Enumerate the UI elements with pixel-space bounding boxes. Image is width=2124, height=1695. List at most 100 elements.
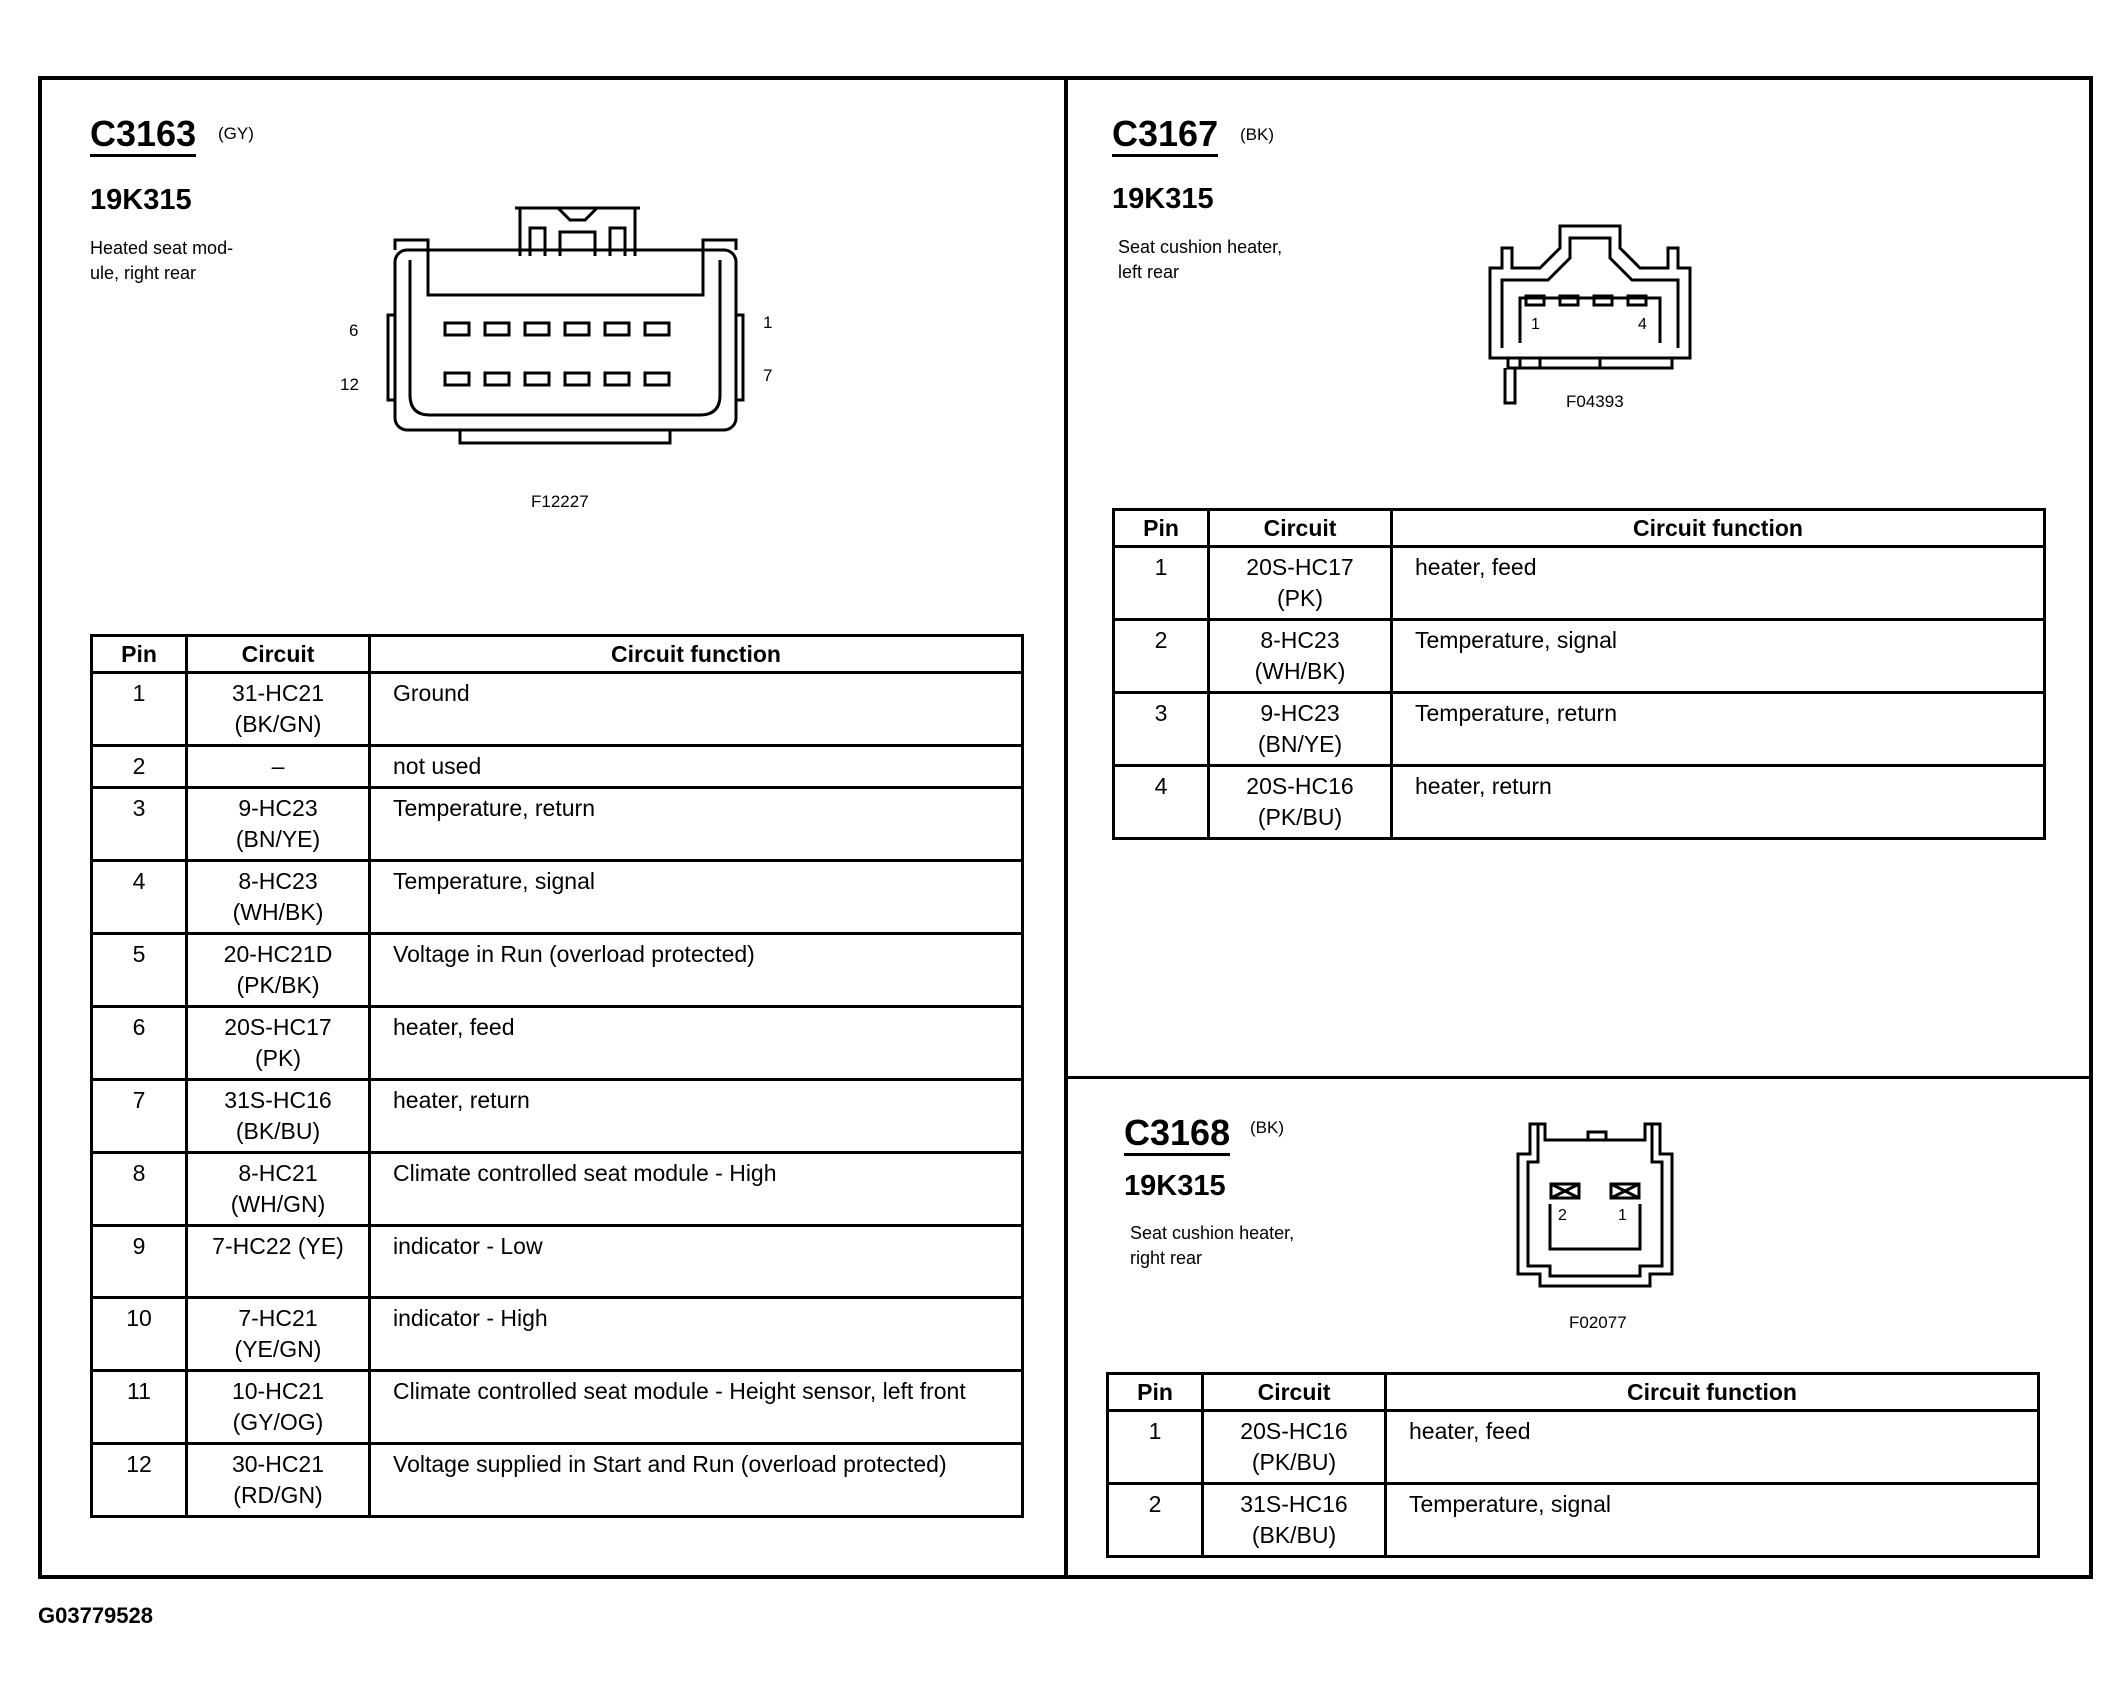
circuit-cell: 31S-HC16 (BK/BU) (185, 1078, 371, 1154)
figure-code: G03779528 (38, 1603, 153, 1628)
circuit-cell: 10-HC21 (GY/OG) (185, 1369, 371, 1445)
header-circuit: Circuit (185, 634, 371, 674)
connector-description: Heated seat mod- ule, right rear (90, 238, 234, 283)
function-cell: Climate controlled seat module - High (368, 1151, 1024, 1227)
connector-color-code: (GY) (218, 124, 254, 143)
table-row: 2–not used (90, 744, 1024, 789)
function-cell: heater, return (1390, 764, 2046, 840)
circuit-cell: 8-HC23 (WH/BK) (1207, 618, 1393, 694)
pin-cell: 7 (90, 1078, 188, 1154)
circuit-cell: 20-HC21D (PK/BK) (185, 932, 371, 1008)
function-cell: Temperature, return (1390, 691, 2046, 767)
circuit-cell: 8-HC21 (WH/GN) (185, 1151, 371, 1227)
pin-cell: 8 (90, 1151, 188, 1227)
connector-id: C3168 (1124, 1115, 1231, 1156)
connector-color-code: (BK) (1240, 125, 1274, 144)
function-cell: Temperature, return (368, 786, 1024, 862)
connector-c3168-face-diagram (1510, 1114, 1680, 1294)
pin-cell: 6 (90, 1005, 188, 1081)
pin-cell: 3 (1112, 691, 1210, 767)
horizontal-divider (1066, 1076, 2093, 1079)
pin-cell: 2 (90, 744, 188, 789)
pin-cell: 12 (90, 1442, 188, 1518)
pin-label-4: 4 (1638, 316, 1647, 333)
header-circuit-function: Circuit function (1384, 1372, 2040, 1412)
header-pin: Pin (1112, 508, 1210, 548)
circuit-cell: 31-HC21 (BK/GN) (185, 671, 371, 747)
function-cell: heater, feed (1390, 545, 2046, 621)
connector-id: C3167 (1112, 116, 1219, 157)
table-header-row: Pin Circuit Circuit function (90, 634, 1024, 674)
connector-c3167-face-diagram (1480, 218, 1700, 408)
circuit-cell: 20S-HC17 (PK) (185, 1005, 371, 1081)
pin-label-1: 1 (1618, 1207, 1627, 1224)
circuit-cell: 9-HC23 (BN/YE) (185, 786, 371, 862)
pin-cell: 3 (90, 786, 188, 862)
function-cell: not used (368, 744, 1024, 789)
part-number: 19K315 (90, 184, 192, 216)
pin-cell: 5 (90, 932, 188, 1008)
circuit-cell: 7-HC22 (YE) (185, 1224, 371, 1299)
part-number: 19K315 (1112, 183, 1214, 215)
circuit-cell: 9-HC23 (BN/YE) (1207, 691, 1393, 767)
vertical-divider (1064, 76, 1068, 1579)
header-circuit-function: Circuit function (1390, 508, 2046, 548)
circuit-cell: 7-HC21 (YE/GN) (185, 1296, 371, 1372)
function-cell: Climate controlled seat module - Height … (368, 1369, 1024, 1445)
function-cell: indicator - High (368, 1296, 1024, 1372)
header-circuit: Circuit (1207, 508, 1393, 548)
pin-label-2: 2 (1558, 1207, 1567, 1224)
pin-cell: 1 (1112, 545, 1210, 621)
pin-cell: 2 (1112, 618, 1210, 694)
pin-cell: 9 (90, 1224, 188, 1299)
function-cell: Voltage in Run (overload protected) (368, 932, 1024, 1008)
figure-id: F04393 (1566, 392, 1624, 411)
function-cell: Temperature, signal (1390, 618, 2046, 694)
figure-id: F12227 (531, 492, 589, 511)
pin-cell: 11 (90, 1369, 188, 1445)
connector-color-code: (BK) (1250, 1118, 1284, 1137)
table-header-row: Pin Circuit Circuit function (1112, 508, 2046, 548)
connector-description: Seat cushion heater, right rear (1130, 1223, 1295, 1268)
pin-cell: 4 (90, 859, 188, 935)
function-cell: Temperature, signal (1384, 1482, 2040, 1558)
function-cell: Ground (368, 671, 1024, 747)
function-cell: heater, return (368, 1078, 1024, 1154)
function-cell: Temperature, signal (368, 859, 1024, 935)
connector-description: Seat cushion heater, left rear (1118, 237, 1283, 282)
pin-cell: 10 (90, 1296, 188, 1372)
function-cell: heater, feed (1384, 1409, 2040, 1485)
header-circuit-function: Circuit function (368, 634, 1024, 674)
function-cell: Voltage supplied in Start and Run (overl… (368, 1442, 1024, 1518)
pin-cell: 4 (1112, 764, 1210, 840)
table-header-row: Pin Circuit Circuit function (1106, 1372, 2040, 1412)
pin-label-12: 12 (340, 375, 359, 394)
pin-cell: 1 (1106, 1409, 1204, 1485)
circuit-cell: – (185, 744, 371, 789)
circuit-cell: 31S-HC16 (BK/BU) (1201, 1482, 1387, 1558)
pin-label-7: 7 (763, 366, 773, 385)
pin-label-6: 6 (349, 321, 359, 340)
pin-cell: 1 (90, 671, 188, 747)
header-pin: Pin (90, 634, 188, 674)
figure-id: F02077 (1569, 1313, 1627, 1332)
circuit-cell: 8-HC23 (WH/BK) (185, 859, 371, 935)
pin-label-1: 1 (763, 313, 773, 332)
circuit-cell: 20S-HC16 (PK/BU) (1207, 764, 1393, 840)
